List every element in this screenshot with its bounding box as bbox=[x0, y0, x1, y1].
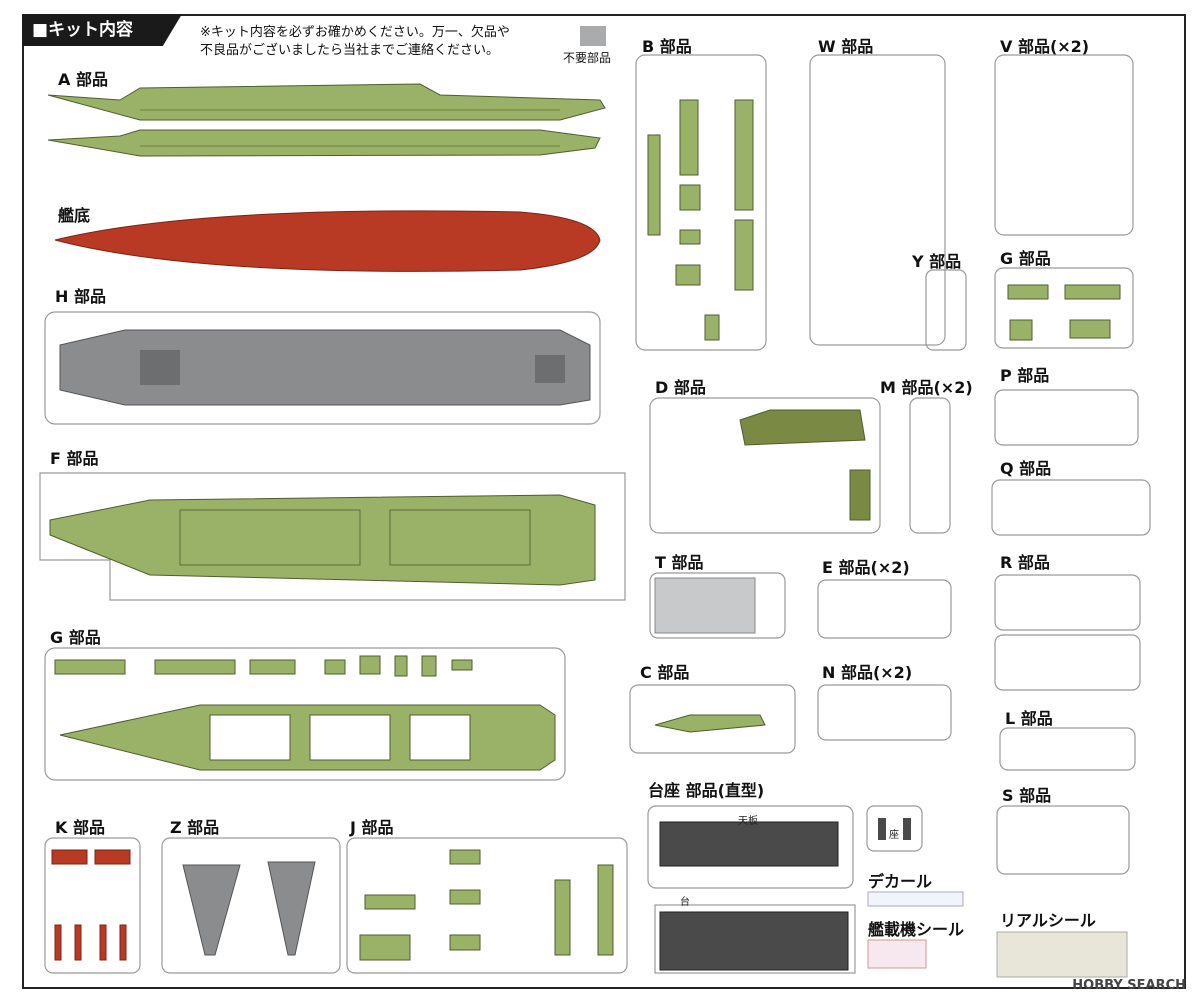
label-part-n: N 部品(×2) bbox=[822, 663, 913, 682]
label-part-b: B 部品 bbox=[642, 37, 692, 56]
label-decal: デカール bbox=[868, 872, 933, 891]
label-part-c: C 部品 bbox=[640, 663, 690, 682]
note-line-2: 不良品がございましたら当社までご連絡ください。 bbox=[200, 43, 500, 58]
label-part-z: Z 部品 bbox=[170, 818, 220, 837]
missing-parts-note: ※キット内容を必ずお確かめください。万一、欠品や 不良品がございましたら当社まで… bbox=[200, 24, 510, 60]
label-part-v: V 部品(×2) bbox=[1000, 37, 1090, 56]
label-part-g-small: G 部品 bbox=[1000, 249, 1051, 268]
label-part-r: R 部品 bbox=[1000, 553, 1050, 572]
label-aircraft-seal: 艦載機シール bbox=[868, 920, 965, 939]
flight-deck-part bbox=[59, 329, 591, 406]
hobby-search-watermark: HOBBY SEARCH bbox=[1072, 978, 1186, 993]
stand-base-label: 台 bbox=[680, 897, 690, 908]
part-a-hull-sides bbox=[47, 83, 606, 157]
unused-parts-swatch bbox=[580, 26, 606, 46]
label-part-l: L 部品 bbox=[1005, 709, 1053, 728]
label-part-q: Q 部品 bbox=[1000, 459, 1052, 478]
label-part-g-large: G 部品 bbox=[50, 628, 101, 647]
kit-contents-title: ■キット内容 bbox=[22, 14, 182, 46]
label-hull-bottom: 艦底 bbox=[58, 206, 91, 225]
note-line-1: ※キット内容を必ずお確かめください。万一、欠品や bbox=[200, 25, 510, 40]
page-frame bbox=[22, 14, 1186, 989]
label-part-e: E 部品(×2) bbox=[822, 558, 910, 577]
label-part-j: J 部品 bbox=[350, 818, 394, 837]
stand-seat-label: 座 bbox=[889, 830, 899, 841]
hangar-deck-part bbox=[49, 494, 596, 586]
label-part-s: S 部品 bbox=[1002, 786, 1052, 805]
watermark-text: HOBBY SEARCH bbox=[1072, 978, 1186, 993]
stand-top-plate-label: 天板 bbox=[738, 816, 758, 827]
label-part-f: F 部品 bbox=[50, 449, 99, 468]
label-stand-parts: 台座 部品(直型) bbox=[648, 781, 765, 800]
label-part-m: M 部品(×2) bbox=[880, 378, 973, 397]
g-large-deck-part bbox=[59, 704, 556, 771]
label-part-t: T 部品 bbox=[655, 553, 704, 572]
label-part-a: A 部品 bbox=[58, 70, 108, 89]
title-text: キット内容 bbox=[48, 20, 134, 40]
label-real-seal: リアルシール bbox=[1000, 911, 1096, 930]
label-part-p: P 部品 bbox=[1000, 366, 1050, 385]
label-part-w: W 部品 bbox=[818, 37, 874, 56]
label-part-y: Y 部品 bbox=[912, 252, 962, 271]
unused-parts-label: 不要部品 bbox=[563, 51, 612, 65]
label-part-h: H 部品 bbox=[55, 287, 106, 306]
label-part-k: K 部品 bbox=[55, 818, 105, 837]
hull-bottom-part bbox=[54, 210, 601, 272]
label-part-d: D 部品 bbox=[655, 378, 706, 397]
